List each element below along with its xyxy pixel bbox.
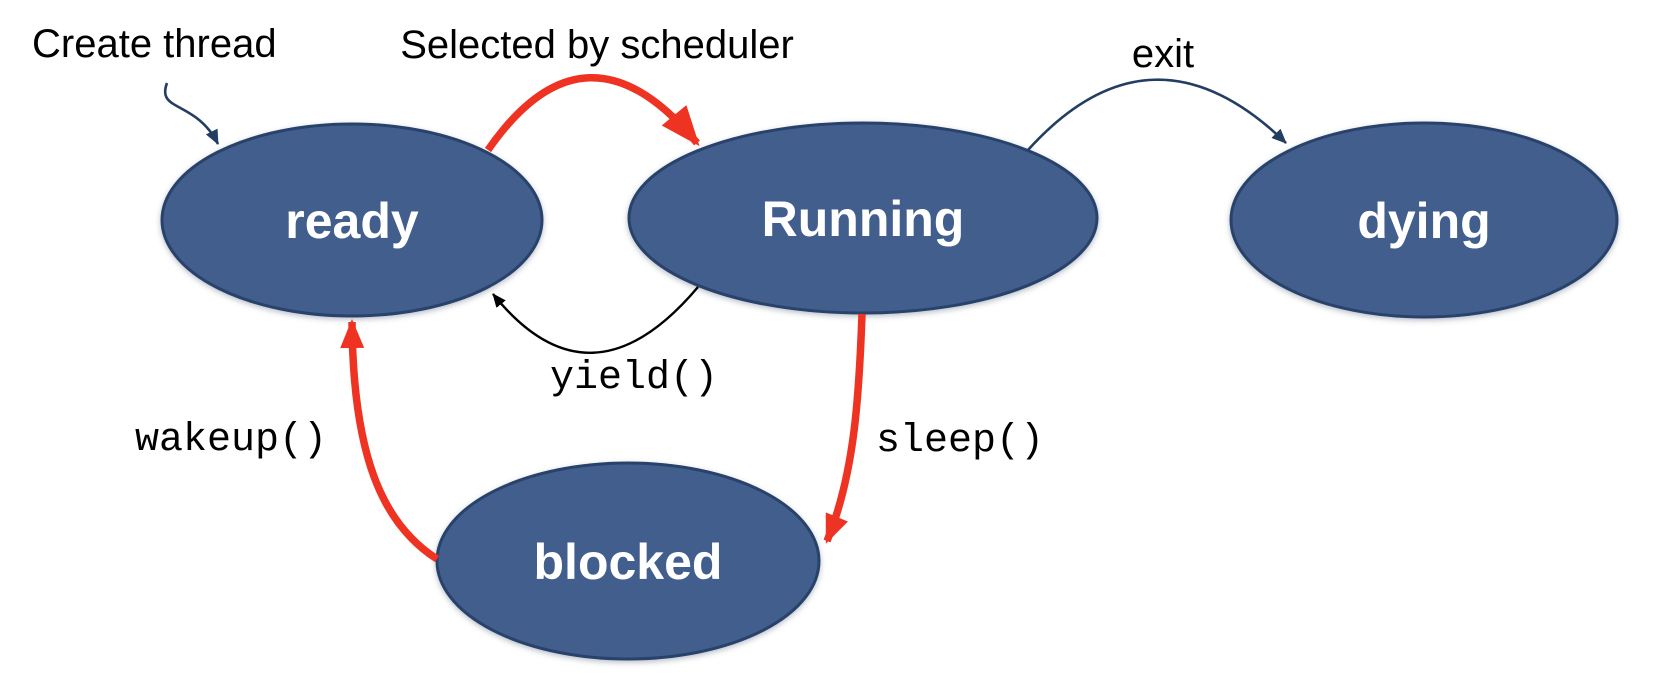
transition-label-exit: exit	[1132, 32, 1194, 76]
state-blocked-ellipse	[435, 461, 821, 661]
state-ready-label: ready	[285, 193, 419, 249]
transition-arrow-exit	[1027, 78, 1287, 151]
transition-arrow-selected-by-scheduler	[484, 74, 700, 153]
state-dying-ellipse	[1229, 121, 1619, 319]
transition-arrow-create-thread	[163, 82, 220, 145]
transition-arrow-sleep	[823, 313, 866, 544]
transitions-group	[163, 74, 1287, 563]
transition-label-sleep: sleep()	[876, 419, 1044, 464]
states-group: ready Running dying blocked	[160, 121, 1619, 661]
state-running-ellipse	[627, 121, 1099, 315]
state-blocked: blocked	[435, 461, 821, 661]
transition-arrow-wakeup	[340, 319, 440, 563]
state-dying-label: dying	[1357, 193, 1490, 249]
state-blocked-label: blocked	[534, 534, 723, 590]
transition-label-yield: yield()	[550, 356, 718, 401]
transition-label-create-thread: Create thread	[32, 22, 277, 66]
transition-label-wakeup: wakeup()	[135, 418, 327, 463]
transition-labels-group: Create thread Selected by scheduler exit…	[32, 22, 1194, 464]
transition-arrow-yield	[492, 286, 699, 354]
state-dying: dying	[1229, 121, 1619, 319]
state-ready-ellipse	[160, 122, 544, 318]
state-running-label: Running	[762, 191, 965, 247]
transition-label-selected-by-scheduler: Selected by scheduler	[400, 23, 794, 67]
state-ready: ready	[160, 122, 544, 318]
state-running: Running	[627, 121, 1099, 315]
